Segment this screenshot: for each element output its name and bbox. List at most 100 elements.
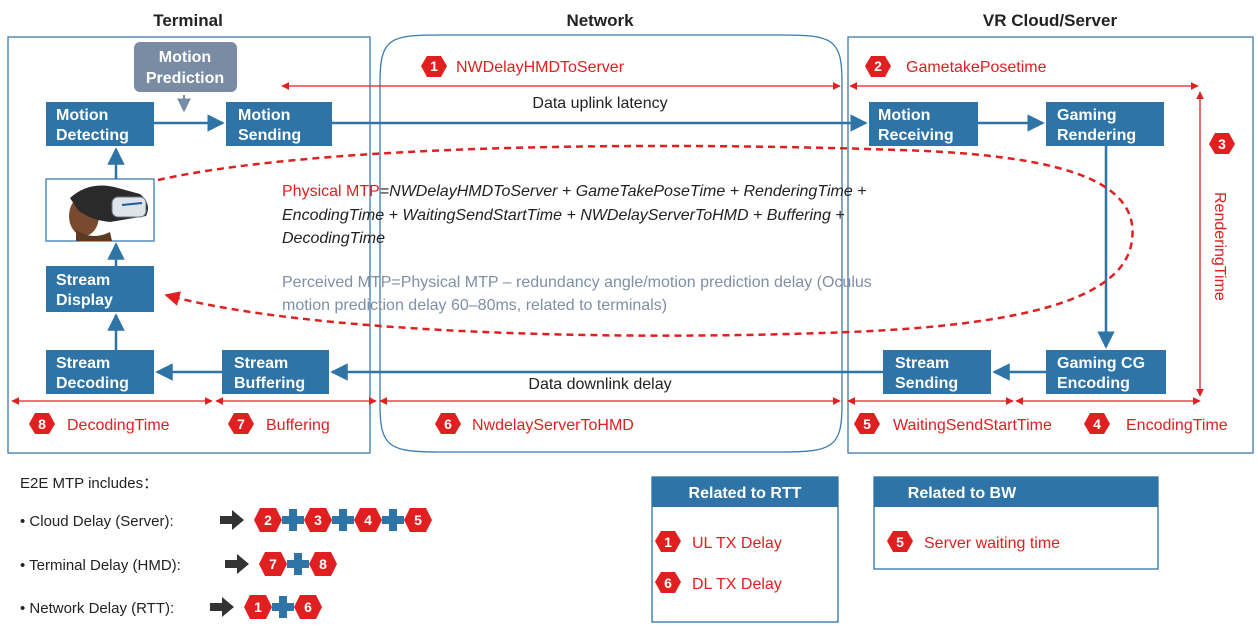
number-badge-label: 8	[319, 556, 327, 572]
perceived-mtp-line1: Perceived MTP=Physical MTP – redundancy …	[282, 274, 872, 291]
downlink-label: Data downlink delay	[528, 376, 671, 393]
gaming-cg-encoding-box: Gaming CG Encoding	[1046, 350, 1166, 394]
e2e-cloud-label: • Cloud Delay (Server):	[20, 513, 174, 530]
svg-text:5: 5	[896, 534, 904, 550]
mtp-loop-dashed	[157, 144, 1134, 337]
timing-7: 7 Buffering	[228, 413, 330, 434]
svg-text:1: 1	[430, 58, 438, 74]
svg-text:Motion: Motion	[56, 107, 108, 124]
plus-icon	[272, 596, 294, 618]
stream-buffering-box: Stream Buffering	[222, 350, 329, 394]
svg-text:Sending: Sending	[895, 375, 958, 392]
svg-text:Stream: Stream	[56, 355, 110, 372]
header-cloud: VR Cloud/Server	[983, 11, 1118, 30]
svg-text:Buffering: Buffering	[266, 417, 330, 434]
svg-text:4: 4	[1093, 416, 1101, 432]
right-arrow-icon	[210, 597, 234, 617]
physical-mtp-line3: DecodingTime	[282, 230, 385, 247]
svg-text:DecodingTime: DecodingTime	[67, 417, 170, 434]
physical-mtp-line1: Physical MTP=NWDelayHMDToServer + GameTa…	[282, 183, 867, 200]
number-badge	[259, 552, 287, 576]
timing-3: 3 RenderingTime	[1209, 133, 1235, 301]
header-network: Network	[566, 11, 634, 30]
timing-8: 8 DecodingTime	[29, 413, 170, 434]
number-badge-label: 1	[254, 599, 262, 615]
number-badge	[304, 508, 332, 532]
plus-icon	[332, 509, 354, 531]
number-badge	[244, 595, 272, 619]
timing-1: 1 NWDelayHMDToServer	[421, 56, 625, 77]
svg-text:Gaming: Gaming	[1057, 107, 1117, 124]
e2e-title: E2E MTP includes：	[20, 475, 158, 492]
cloud-frame	[847, 36, 1254, 454]
svg-text:Motion: Motion	[238, 107, 290, 124]
svg-text:WaitingSendStartTime: WaitingSendStartTime	[893, 417, 1052, 434]
svg-text:2: 2	[874, 58, 882, 74]
timing-4: 4 EncodingTime	[1084, 413, 1228, 434]
number-badge	[404, 508, 432, 532]
number-badge-label: 7	[269, 556, 277, 572]
plus-icon	[287, 553, 309, 575]
right-arrow-icon	[225, 554, 249, 574]
stream-decoding-box: Stream Decoding	[46, 350, 154, 394]
rtt-panel-title: Related to RTT	[689, 485, 802, 502]
svg-text:5: 5	[863, 416, 871, 432]
uplink-label: Data uplink latency	[532, 95, 667, 112]
rtt-item-ul: UL TX Delay	[692, 535, 782, 552]
bw-item-server: Server waiting time	[924, 535, 1060, 552]
stream-display-box: Stream Display	[46, 266, 154, 312]
terminal-frame	[7, 36, 371, 454]
svg-text:Motion: Motion	[878, 107, 930, 124]
svg-text:Stream: Stream	[56, 272, 110, 289]
number-badge-label: 3	[314, 512, 322, 528]
rtt-item-dl: DL TX Delay	[692, 576, 782, 593]
number-badge	[254, 508, 282, 532]
number-badge-label: 6	[304, 599, 312, 615]
header-terminal: Terminal	[153, 11, 223, 30]
svg-text:7: 7	[237, 416, 245, 432]
gaming-rendering-box: Gaming Rendering	[1046, 102, 1164, 146]
network-frame	[379, 34, 843, 453]
svg-text:6: 6	[664, 575, 672, 591]
number-badge	[294, 595, 322, 619]
rtt-panel: Related to RTT 1 UL TX Delay 6 DL TX Del…	[651, 476, 839, 623]
svg-text:Decoding: Decoding	[56, 375, 129, 392]
number-badge-label: 4	[364, 512, 372, 528]
number-badge-label: 2	[264, 512, 272, 528]
timing-2: 2 GametakePosetime	[865, 56, 1047, 77]
svg-text:Encoding: Encoding	[1057, 375, 1130, 392]
svg-text:1: 1	[664, 534, 672, 550]
e2e-terminal-label: • Terminal Delay (HMD):	[20, 557, 181, 574]
motion-prediction-box: Motion Prediction	[134, 42, 237, 92]
svg-text:Buffering: Buffering	[234, 375, 305, 392]
svg-text:Stream: Stream	[895, 355, 949, 372]
bw-panel-title: Related to BW	[908, 485, 1017, 502]
svg-text:EncodingTime: EncodingTime	[1126, 417, 1228, 434]
physical-mtp-label: Physical MTP	[282, 183, 380, 200]
number-badge	[309, 552, 337, 576]
svg-text:Detecting: Detecting	[56, 127, 129, 144]
svg-text:Receiving: Receiving	[878, 127, 954, 144]
number-badge	[354, 508, 382, 532]
number-badge-label: 5	[414, 512, 422, 528]
e2e-network-label: • Network Delay (RTT):	[20, 600, 174, 617]
svg-text:NWDelayHMDToServer: NWDelayHMDToServer	[456, 59, 625, 76]
svg-text:Motion: Motion	[159, 49, 211, 66]
svg-text:Gaming CG: Gaming CG	[1057, 355, 1145, 372]
svg-text:Sending: Sending	[238, 127, 301, 144]
e2e-rows: 2 3 4 5 7 8 1 6	[210, 508, 432, 619]
right-arrow-icon	[220, 510, 244, 530]
svg-text:8: 8	[38, 416, 46, 432]
physical-mtp-line2: EncodingTime + WaitingSendStartTime + NW…	[282, 207, 845, 224]
svg-text:NwdelayServerToHMD: NwdelayServerToHMD	[472, 417, 634, 434]
svg-text:Rendering: Rendering	[1057, 127, 1136, 144]
svg-text:Prediction: Prediction	[146, 70, 224, 87]
timing-6: 6 NwdelayServerToHMD	[435, 413, 634, 434]
motion-detecting-box: Motion Detecting	[46, 102, 154, 146]
svg-text:RenderingTime: RenderingTime	[1211, 192, 1228, 301]
bw-panel: Related to BW 5 Server waiting time	[873, 476, 1159, 570]
perceived-mtp-line2: motion prediction delay 60–80ms, related…	[282, 297, 667, 314]
motion-receiving-box: Motion Receiving	[869, 102, 978, 146]
svg-text:6: 6	[444, 416, 452, 432]
